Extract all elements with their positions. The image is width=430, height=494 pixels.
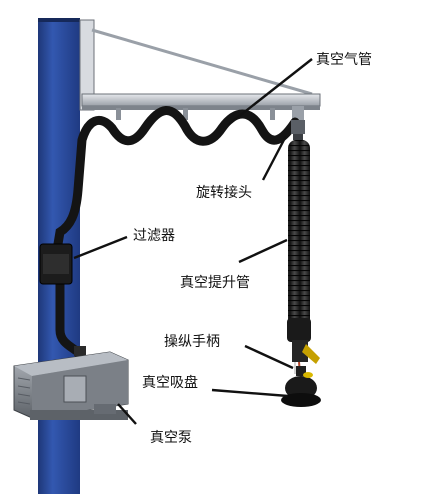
label-vacuum-pump: 真空泵 <box>150 430 192 446</box>
vacuum-suction-cup <box>281 366 321 407</box>
vacuum-lift-tube <box>287 140 311 342</box>
callout-vacuum-pump <box>117 403 137 425</box>
control-handle <box>292 340 320 375</box>
label-swivel-joint: 旋转接头 <box>196 184 252 201</box>
callout-vacuum-air-pipe <box>227 58 313 126</box>
label-control-handle: 操纵手柄 <box>164 334 220 350</box>
callout-vacuum-lift-tube <box>238 238 288 264</box>
label-vacuum-air-pipe: 真空气管 <box>316 52 372 68</box>
label-vacuum-suction-cup: 真空吸盘 <box>142 374 198 391</box>
callout-control-handle <box>244 344 294 370</box>
label-vacuum-lift-tube: 真空提升管 <box>180 275 250 291</box>
swivel-joint <box>291 120 305 140</box>
callout-filter <box>73 235 128 260</box>
vacuum-pump <box>13 346 129 420</box>
jib-boom <box>79 19 321 124</box>
filter <box>39 243 73 285</box>
callout-vacuum-suction-cup <box>211 388 289 398</box>
label-filter: 过滤器 <box>133 228 175 244</box>
vacuum-air-hose <box>53 106 300 363</box>
callout-swivel-joint <box>261 135 288 181</box>
